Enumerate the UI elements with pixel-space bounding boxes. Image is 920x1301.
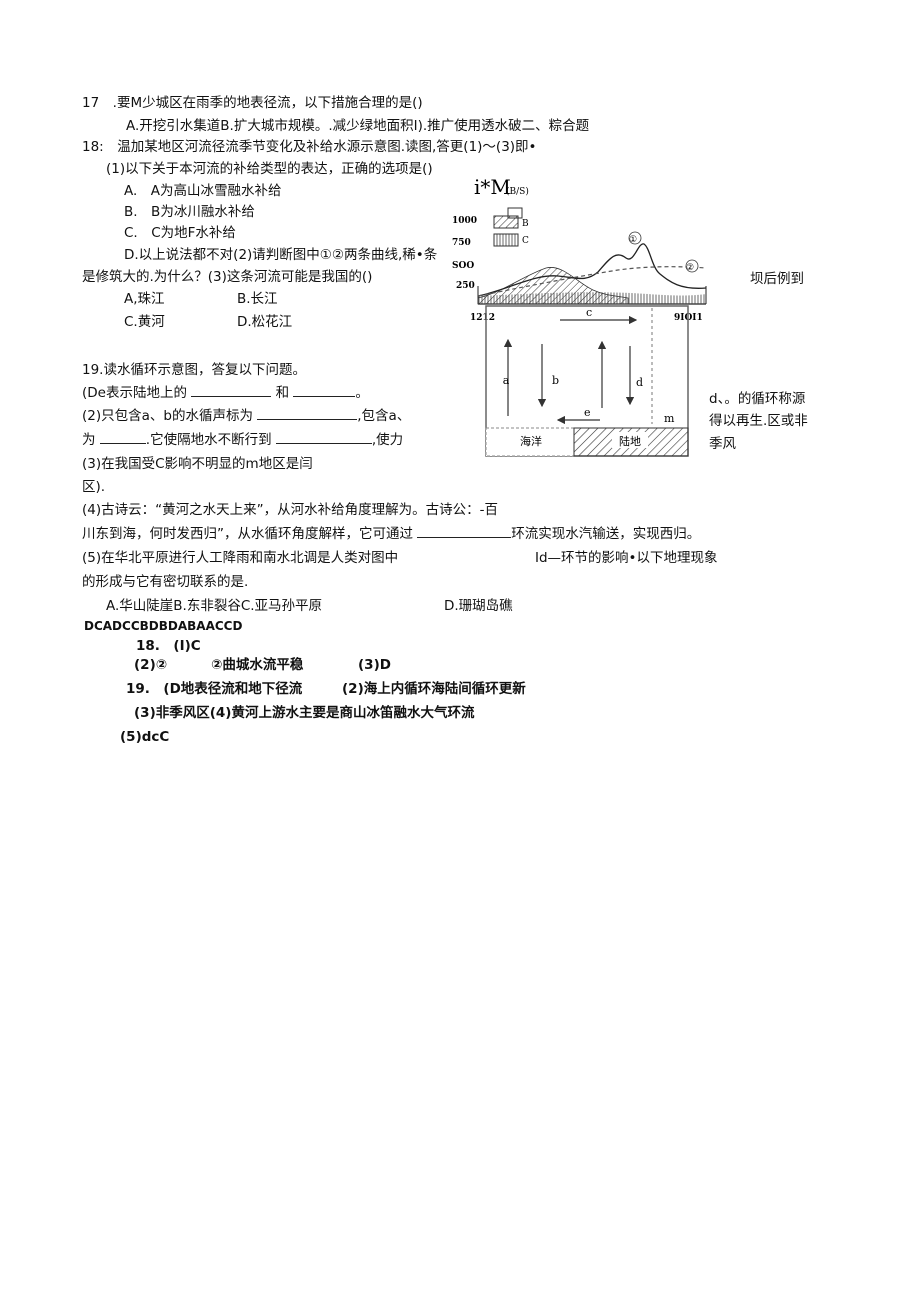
answer-key-line: DCADCCBDBDABAACCD [84,619,243,633]
q19-part1-text-c: 。 [355,385,369,401]
q19-right-line2: 得以再生.区或非 [709,413,808,429]
answer-blank [293,384,356,397]
answer-19-1: 19. (D地表径流和地下径流 [126,681,303,697]
q19-part4-text-b: 川东到海，何时发西归”，从水循环角度解样，它可通过 [82,526,413,542]
q19-part3-b: 区). [82,479,106,495]
q18-choice-a: A,珠江 [124,291,165,307]
answer-18-3: (3)D [358,657,391,673]
q19-part5-c: 的形成与它有密切联系的是. [82,574,249,590]
q19-option-d: D.珊瑚岛礁 [444,598,513,614]
q19-part2-text-b: ,包含a、 [357,408,411,424]
legend-b-swatch [493,215,519,229]
answer-blank [99,431,146,444]
y-tick: SOO [452,261,474,271]
q18-choice-c: C.黄河 [124,314,165,330]
q19-part4-a: (4)古诗云：“黄河之水天上来”，从河水补给角度理解为。古诗公：-百 [82,502,498,518]
answer-blank [275,431,372,444]
q19-part2-text-e: ,使力 [371,432,404,448]
q18-sub1: (1)以下关于本河流的补给类型的表达，正确的选项是() [106,161,433,177]
label-m: m [664,412,675,425]
answer-18-2b: ②曲城水流平稳 [211,657,304,673]
q19-part2-line2: 为 .它使隔地水不断行到 ,使力 [82,431,403,449]
answer-blank [417,525,512,538]
q19-part1: (De表示陆地上的 和 。 [82,384,369,402]
q19-part2-text-a: (2)只包含a、b的水循声标为 [82,408,253,424]
q19-stem: 19.读水循环示意图，答复以下问题。 [82,362,306,378]
curve-1-label: ① [629,235,637,245]
answer-18-1: 18. (I)C [136,638,201,654]
q18-choice-d: D.松花江 [237,314,293,330]
curve-2 [477,266,707,297]
curve-2-label: ② [686,263,694,273]
legend-c-swatch [493,233,519,247]
q18-continuation: 是修筑大的.为什么？(3)这条河流可能是我国的() [82,269,373,285]
runoff-chart: i*M (B/S) B C 1000 750 SOO 250 ① ② 1212 … [452,175,707,323]
curve-1 [477,243,707,297]
q19-part2-text-d: .它使隔地水不断行到 [145,432,272,448]
y-tick: 750 [452,238,471,248]
q19-part1-text-b: 和 [275,385,290,401]
q19-options-abc: A.华山陡崖B.东非裂谷C.亚马孙平原 [106,598,323,614]
answer-19-2: (2)海上内循环海陆间循环更新 [342,681,526,697]
answer-blank [257,407,358,420]
q18-side-text: 坝后例到 [750,271,804,287]
x-label-start: 1212 [470,313,495,323]
chart-title: i*M [474,175,511,199]
q18-option-d: D.以上说法都不对(2)请判断图中①②两条曲线,稀•条 [124,247,438,263]
q19-part5-a: (5)在华北平原进行人工降雨和南水北调是人类对图中 [82,550,399,566]
q17-options: A.开挖引水集道B.扩大城市规模。.减少绿地面积I).推广使用透水破二、粽合题 [126,118,590,134]
q18-option-a: A. A为高山冰雪融水补给 [124,183,282,199]
q19-part4-line2: 川东到海，何时发西归”，从水循环角度解样，它可通过 环流实现水汽输送，实现西归。 [82,525,700,543]
label-a: a [503,374,510,387]
q19-part4-text-c: 环流实现水汽输送，实现西归。 [511,526,701,542]
answer-19-5: (5)dcC [120,729,170,745]
label-ocean: 海洋 [520,434,542,448]
water-cycle-diagram: c a b d e m 海洋 陆地 [485,305,689,457]
q19-part1-text-a: (De表示陆地上的 [82,385,187,401]
answer-blank [191,384,272,397]
y-tick: 1000 [452,216,477,226]
q18-choice-b: B.长江 [237,291,278,307]
label-b: b [552,374,559,387]
q18-option-b: B. B为冰川融水补给 [124,204,255,220]
legend-b-label: B [522,219,529,229]
y-tick: 250 [456,281,475,291]
q17-stem: 17 .要M少城区在雨季的地表径流，以下措施合理的是() [82,95,423,111]
q19-part3-a: (3)在我国受C影响不明显的m地区是闫 [82,456,313,472]
answer-18-2a: (2)② [134,657,168,673]
legend-c-label: C [522,236,529,246]
label-land: 陆地 [619,434,641,448]
q19-right-line3: 季风 [709,436,736,452]
q18-stem: 18: 温加某地区河流径流季节变化及补给水源示意图.读图,答更(1)～(3)即• [82,139,537,155]
q19-part2-text-c: 为 [82,432,96,448]
q19-part5-b: Id—环节的影响•以下地理现象 [535,550,718,566]
label-c: c [586,306,592,319]
q19-part2-line1: (2)只包含a、b的水循声标为 ,包含a、 [82,407,410,425]
answer-19-3: (3)非季风区(4)黄河上游水主要是商山冰笛融水大气环流 [134,705,475,721]
q19-right-line1: d、。的循环称源 [709,391,806,407]
q18-option-c: C. C为地F水补给 [124,225,236,241]
label-d: d [636,376,643,389]
label-e: e [584,406,591,419]
chart-unit: (B/S) [506,186,529,197]
